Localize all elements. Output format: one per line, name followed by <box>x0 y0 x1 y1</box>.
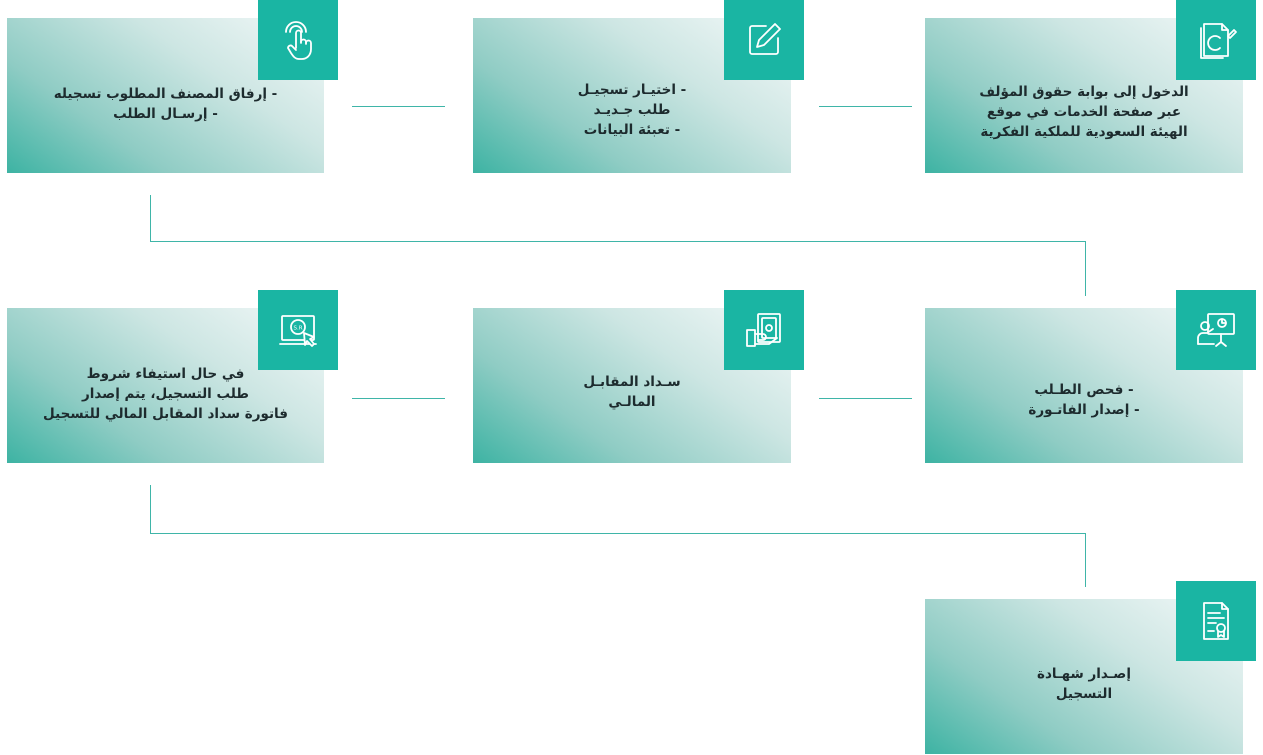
connector-row2-drop <box>150 485 151 534</box>
step-2-line-3: - تعبئة البيانات <box>583 122 681 138</box>
step-4-line-2: - إصدار الفاتـورة <box>1028 402 1140 418</box>
step-4-line-1: - فحص الطـلب <box>1034 382 1134 398</box>
touch-hand-icon <box>258 0 338 80</box>
step-5-line-2: المالـي <box>608 394 656 410</box>
step-1-line-1: الدخول إلى بوابة حقوق المؤلف <box>979 84 1189 100</box>
connector-1-2 <box>819 106 912 107</box>
step-6-line-3: فاتورة سداد المقابل المالي للتسجيل <box>43 406 288 422</box>
copyright-document-icon <box>1176 0 1256 80</box>
edit-icon <box>724 0 804 80</box>
step-5-line-1: سـداد المقابـل <box>583 374 681 390</box>
step-3-text: - إرفاق المصنف المطلوب تسجيله - إرسـال ا… <box>7 84 324 124</box>
certificate-icon <box>1176 581 1256 661</box>
connector-row1-across <box>150 241 1086 242</box>
step-6-line-2: طلب التسجيل، يتم إصدار <box>81 386 250 402</box>
sr-payment-click-icon: S.R <box>258 290 338 370</box>
step-1-line-3: الهيئة السعودية للملكية الفكرية <box>980 124 1188 140</box>
connector-5-6 <box>352 398 445 399</box>
step-3-line-2: - إرسـال الطلب <box>113 106 218 122</box>
svg-text:S.R: S.R <box>293 326 302 332</box>
step-7-line-2: التسجيل <box>1055 686 1113 702</box>
step-7-line-1: إصـدار شهـادة <box>1037 666 1131 682</box>
step-2-line-2: طلب جـديـد <box>593 102 671 118</box>
connector-row2-across <box>150 533 1086 534</box>
step-2-line-1: - اختيـار تسجيـل <box>577 82 687 98</box>
connector-4-5 <box>819 398 912 399</box>
connector-2-3 <box>352 106 445 107</box>
step-6-card: في حال استيفاء شروط طلب التسجيل، يتم إصد… <box>7 308 324 463</box>
connector-row3-rise <box>1085 533 1086 587</box>
step-5-text: سـداد المقابـل المالـي <box>473 372 791 412</box>
presentation-review-icon <box>1176 290 1256 370</box>
step-7-text: إصـدار شهـادة التسجيل <box>925 664 1243 704</box>
step-3-line-1: - إرفاق المصنف المطلوب تسجيله <box>53 86 278 102</box>
step-6-text: في حال استيفاء شروط طلب التسجيل، يتم إصد… <box>7 364 324 424</box>
step-2-text: - اختيـار تسجيـل طلب جـديـد - تعبئة البي… <box>473 80 791 140</box>
step-4-text: - فحص الطـلب - إصدار الفاتـورة <box>925 380 1243 420</box>
cash-payment-icon <box>724 290 804 370</box>
step-1-text: الدخول إلى بوابة حقوق المؤلف عبر صفحة ال… <box>925 82 1243 142</box>
step-6-line-1: في حال استيفاء شروط <box>86 366 245 382</box>
step-1-line-2: عبر صفحة الخدمات في موقع <box>986 104 1182 120</box>
connector-row1-drop <box>150 195 151 242</box>
connector-row2-rise <box>1085 241 1086 296</box>
